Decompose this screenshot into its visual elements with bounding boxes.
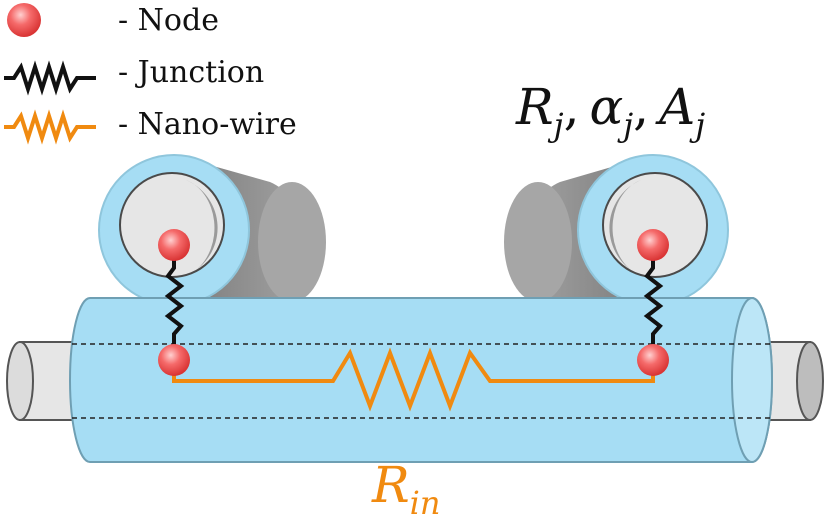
right-core-shadow xyxy=(609,180,641,270)
main-wire-core-left-end xyxy=(6,341,34,421)
right-crossing-nanowire xyxy=(504,154,729,306)
left-crossing-nanowire xyxy=(98,154,326,306)
internal-resistor xyxy=(172,347,655,412)
legend-node-label: - Node xyxy=(118,3,219,38)
legend-junction-icon xyxy=(4,60,96,96)
legend: - Node - Junction - Nano-wire xyxy=(4,3,297,145)
node-left-top xyxy=(158,229,190,261)
node-left-bottom xyxy=(158,344,190,376)
main-wire-core-right-end xyxy=(796,341,824,421)
legend-nanowire-label: - Nano-wire xyxy=(118,107,297,142)
right-wire-core xyxy=(602,172,708,278)
left-core-shadow xyxy=(186,180,218,270)
main-wire-shell-right-end xyxy=(731,297,773,463)
legend-nanowire-icon xyxy=(4,109,96,145)
node-right-bottom xyxy=(637,344,669,376)
legend-node-icon xyxy=(7,3,41,37)
left-junction-resistor xyxy=(164,244,185,360)
main-nanowire xyxy=(6,297,824,463)
node-right-top xyxy=(637,229,669,261)
left-wire-shadow-end xyxy=(258,182,326,302)
internal-resistance-label: Rin xyxy=(371,456,441,518)
right-wire-shadow-end xyxy=(504,182,572,302)
right-junction-resistor xyxy=(643,244,664,360)
legend-junction-label: - Junction xyxy=(118,55,264,90)
junction-params-label: Rj,αj,Aj xyxy=(515,78,705,144)
